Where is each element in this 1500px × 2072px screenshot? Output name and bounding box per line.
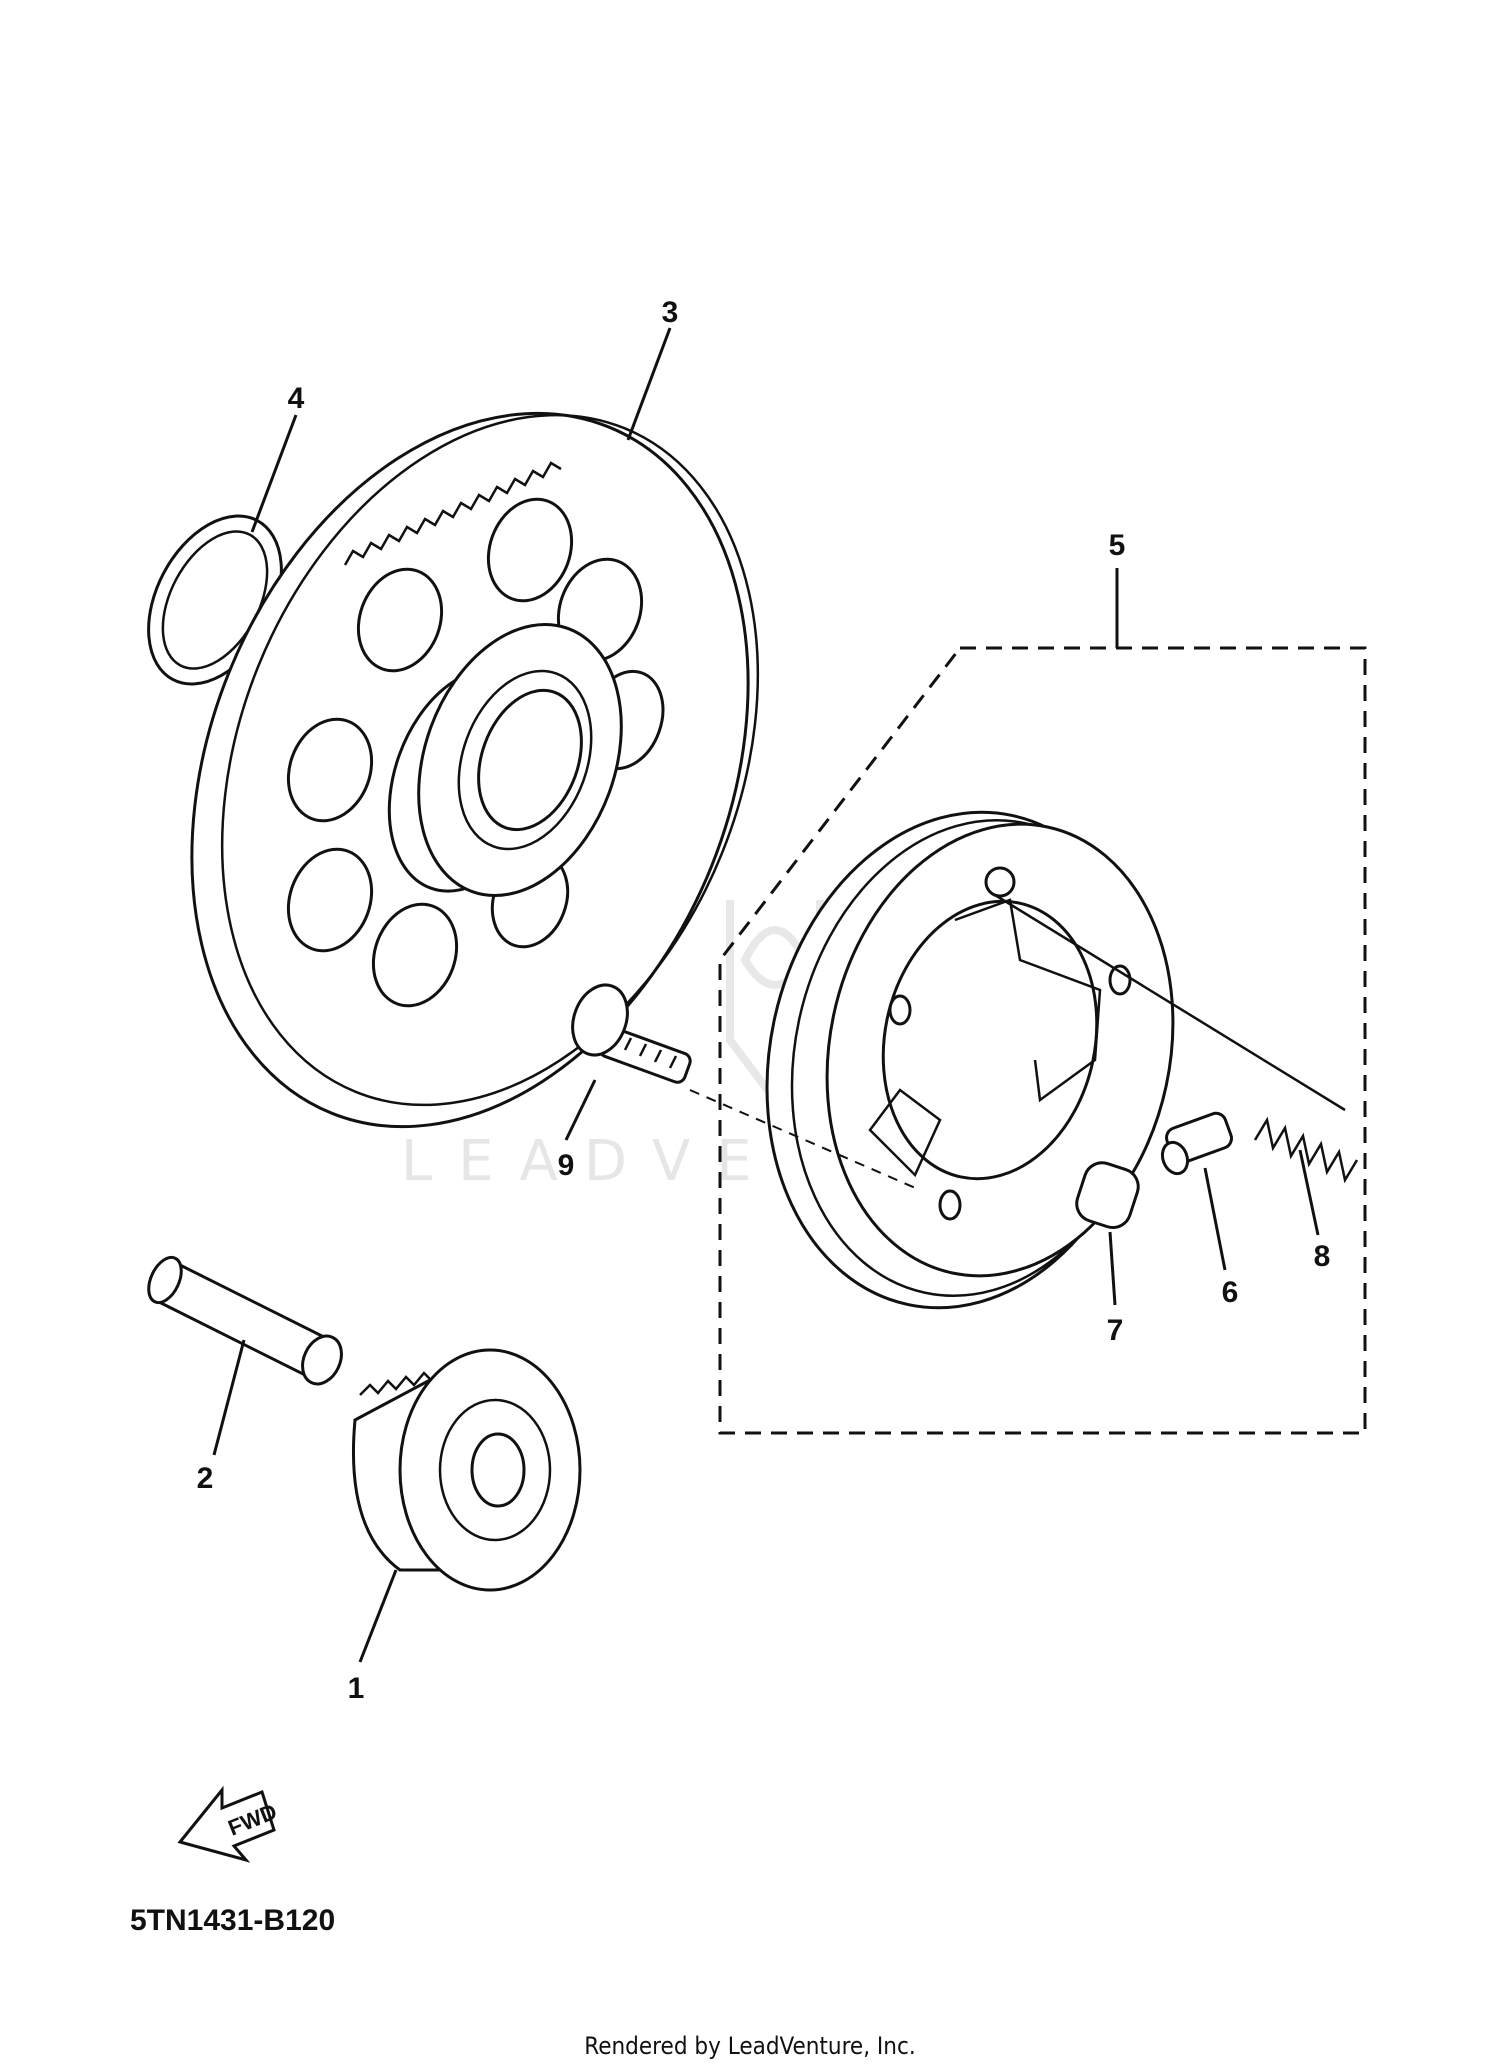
part-2-shaft xyxy=(147,1255,343,1386)
part-6-plunger xyxy=(1160,1111,1233,1176)
callout-7: 7 xyxy=(1107,1314,1124,1347)
callout-6: 6 xyxy=(1222,1276,1239,1309)
part-5-assembly-box xyxy=(718,646,1367,1435)
callout-1: 1 xyxy=(348,1672,365,1705)
part-9-bolt xyxy=(571,983,692,1084)
callouts: 3 4 5 9 2 1 7 6 8 xyxy=(197,296,1331,1705)
part-1-idle-gear xyxy=(351,1348,582,1592)
leader-lines xyxy=(212,327,1320,1663)
part-5-starter-clutch xyxy=(765,810,1175,1310)
callout-5: 5 xyxy=(1109,529,1126,562)
part-3-driven-gear xyxy=(190,411,760,1129)
part-8-spring xyxy=(1253,1116,1359,1184)
forward-direction-indicator: FWD xyxy=(177,1785,280,1863)
callout-3: 3 xyxy=(662,296,679,329)
assembly-guide-lines xyxy=(689,893,1346,1191)
fwd-arrow-icon xyxy=(177,1785,276,1863)
callout-8: 8 xyxy=(1314,1240,1331,1273)
callout-4: 4 xyxy=(288,382,305,415)
render-credit: Rendered by LeadVenture, Inc. xyxy=(584,2032,915,2060)
callout-9: 9 xyxy=(558,1149,575,1182)
diagram-code: 5TN1431-B120 xyxy=(130,1904,335,1937)
part-7-roller xyxy=(1075,1161,1140,1230)
callout-2: 2 xyxy=(197,1462,214,1495)
